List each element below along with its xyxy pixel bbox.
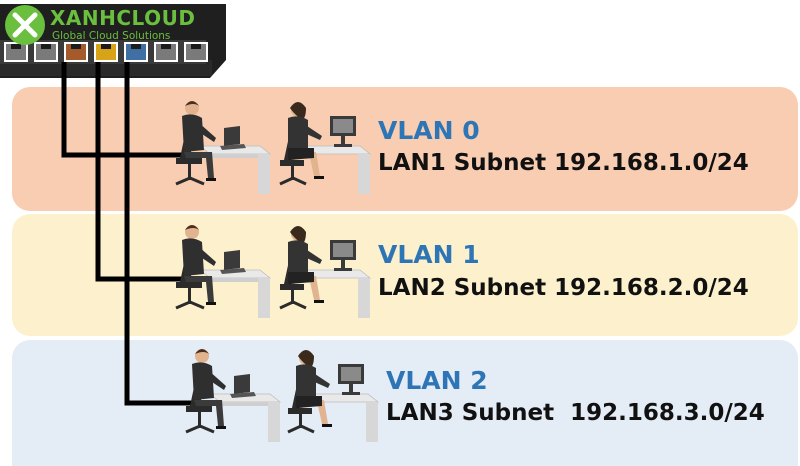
- office-worker-laptop-icon: [174, 223, 272, 320]
- vlan2-subnet: LAN3 Subnet 192.168.3.0/24: [386, 400, 765, 426]
- switch-port: [64, 42, 88, 62]
- vlan0-cable: [61, 62, 200, 158]
- vlan2-cable: [124, 62, 210, 406]
- switch-port: [154, 42, 178, 62]
- vlan1-subnet: LAN2 Subnet 192.168.2.0/24: [378, 275, 749, 301]
- switch-port: [4, 42, 28, 62]
- office-worker-laptop-icon: [184, 347, 282, 444]
- vlan1-cable: [95, 62, 200, 282]
- vlan0-band: [12, 87, 798, 211]
- office-worker-desktop-headset-icon: [278, 100, 372, 196]
- vlan2-title: VLAN 2: [386, 366, 488, 395]
- xanhcloud-logo-icon: [5, 5, 45, 45]
- network-switch-icon: [0, 4, 226, 78]
- office-worker-desktop-headset-icon: [278, 224, 372, 320]
- office-worker-laptop-icon: [174, 99, 272, 196]
- switch-port: [34, 42, 58, 62]
- vlan1-title: VLAN 1: [378, 240, 480, 269]
- switch-port: [124, 42, 148, 62]
- vlan1-band: [12, 214, 798, 336]
- switch-port: [184, 42, 208, 62]
- vlan0-title: VLAN 0: [378, 116, 480, 145]
- vlan0-subnet: LAN1 Subnet 192.168.1.0/24: [378, 150, 749, 176]
- logo-name: XANHCLOUD: [50, 6, 196, 30]
- office-worker-desktop-headset-icon: [286, 348, 380, 444]
- logo-tagline: Global Cloud Solutions: [52, 30, 171, 42]
- cables: [61, 62, 210, 406]
- switch-port: [94, 42, 118, 62]
